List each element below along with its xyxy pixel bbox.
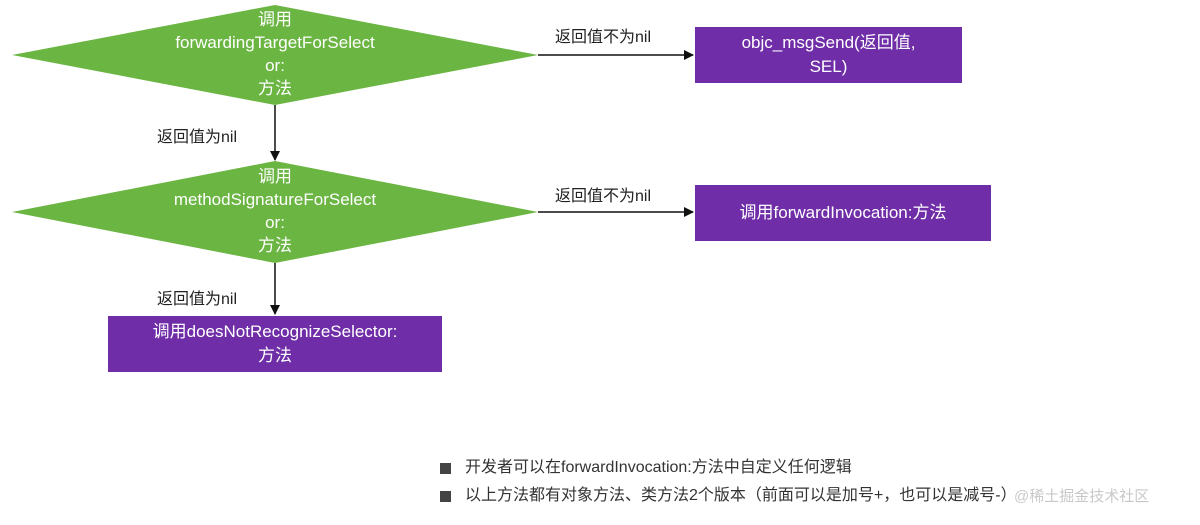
notes-list: 开发者可以在forwardInvocation:方法中自定义任何逻辑 以上方法都…: [440, 454, 1017, 510]
note-text: 开发者可以在forwardInvocation:方法中自定义任何逻辑: [465, 459, 852, 476]
diamond1-line3: or:: [265, 56, 285, 75]
note-item: 以上方法都有对象方法、类方法2个版本（前面可以是加号+，也可以是减号-）: [440, 482, 1017, 510]
diamond1-label: 调用 forwardingTargetForSelect or: 方法: [135, 8, 415, 100]
diamond2-line3: or:: [265, 213, 285, 232]
decision-diamond-forwarding-target: [12, 5, 538, 105]
notrecognize-line1: 调用doesNotRecognizeSelector:: [152, 322, 398, 341]
diamond2-label: 调用 methodSignatureForSelect or: 方法: [135, 165, 415, 257]
diamond1-line4: 方法: [258, 79, 292, 98]
msgsend-line2: SEL): [809, 57, 848, 76]
diamond2-line4: 方法: [258, 236, 292, 255]
decision-diamond-method-signature: [12, 161, 538, 263]
diamond2-line1: 调用: [258, 167, 292, 186]
notrecognize-line2: 方法: [258, 346, 292, 365]
forward-invocation-text: 调用forwardInvocation:方法: [739, 203, 947, 222]
square-bullet-icon: [440, 490, 451, 502]
note-item: 开发者可以在forwardInvocation:方法中自定义任何逻辑: [440, 454, 1017, 482]
watermark: @稀土掘金技术社区: [1014, 488, 1150, 505]
edge-label-d2-to-notrecognize: 返回值为nil: [157, 291, 238, 308]
objc-msgsend-box: objc_msgSend(返回值, SEL): [695, 27, 962, 83]
note-text: 以上方法都有对象方法、类方法2个版本（前面可以是加号+，也可以是减号-）: [465, 487, 1017, 504]
edge-label-d1-to-d2: 返回值为nil: [157, 129, 238, 146]
does-not-recognize-box: 调用doesNotRecognizeSelector: 方法: [108, 316, 442, 372]
square-bullet-icon: [440, 462, 451, 474]
forward-invocation-box: 调用forwardInvocation:方法: [695, 185, 991, 241]
diamond1-line1: 调用: [258, 10, 292, 29]
diamond2-line2: methodSignatureForSelect: [173, 190, 377, 209]
msgsend-line1: objc_msgSend(返回值,: [741, 33, 916, 52]
edge-label-d1-to-msgsend: 返回值不为nil: [555, 29, 652, 46]
edge-label-d2-to-forward: 返回值不为nil: [555, 188, 652, 205]
diamond1-line2: forwardingTargetForSelect: [175, 33, 375, 52]
